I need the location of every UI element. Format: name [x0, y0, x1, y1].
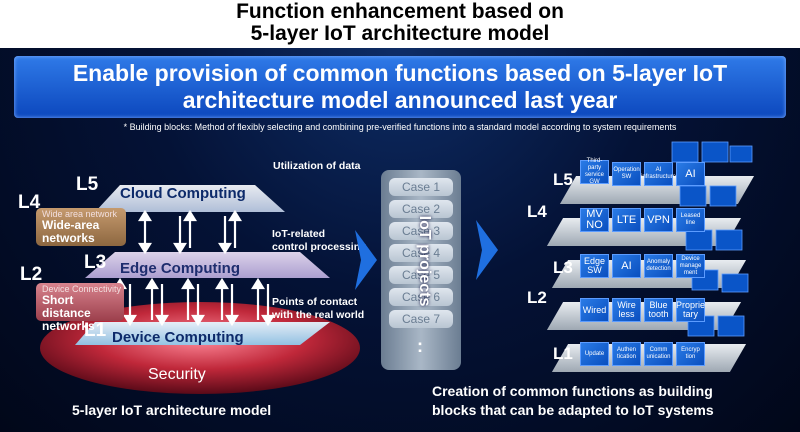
short-distance-line2: networks — [42, 319, 95, 333]
iot-projects-label-wrap: IoT projects — [416, 196, 433, 326]
l1-plate — [75, 322, 330, 345]
case-item: Case 3 — [389, 222, 453, 240]
left-l2-tag: L2 — [20, 264, 43, 285]
block-ai-edge: AI — [612, 254, 641, 278]
block-wired: Wired — [580, 298, 609, 322]
title-line-1: Function enhancement based on — [236, 0, 564, 23]
block-proprietary: Proprie tary — [676, 298, 705, 322]
right-caption-line2: blocks that can be adapted to IoT system… — [432, 402, 714, 418]
block-ai-infrastructure: AI infrastructure — [641, 162, 676, 186]
building-block-footnote: * Building blocks: Method of flexibly se… — [123, 122, 677, 132]
block-ai-cloud: AI — [676, 162, 705, 186]
case-item: Case 6 — [389, 288, 453, 306]
right-l4-tag: L4 — [527, 202, 547, 221]
block-anomaly-detection: Anomaly detection — [644, 254, 673, 278]
block-communication: Comm unication — [644, 342, 673, 366]
device-computing-label: Device Computing — [112, 329, 244, 346]
left-l4-tag: L4 — [18, 192, 41, 213]
left-l3-tag: L3 — [84, 252, 107, 273]
l3-plate — [85, 252, 330, 278]
right-caption: Creation of common functions as building… — [432, 382, 792, 420]
block-authentication: Authen tication — [612, 342, 641, 366]
block-third-party-gw: Third-party service GW — [580, 158, 609, 185]
headline-banner: Enable provision of common functions bas… — [14, 56, 786, 118]
left-l1-tag: L1 — [84, 320, 107, 341]
left-caption: 5-layer IoT architecture model — [72, 402, 272, 418]
right-l1-tag: L1 — [553, 344, 573, 363]
annotation-contact-1: Points of contact — [272, 296, 358, 308]
case-item: Case 2 — [389, 200, 453, 218]
block-mvno: MV NO — [580, 208, 609, 232]
block-bluetooth: Blue tooth — [644, 298, 673, 322]
arrow-to-blocks-icon — [476, 220, 498, 280]
wide-area-network-box: Wide area network Wide-area networks — [36, 208, 126, 246]
security-label: Security — [148, 366, 206, 383]
block-lte: LTE — [612, 208, 641, 232]
right-l2-tag: L2 — [527, 288, 547, 307]
block-vpn: VPN — [644, 208, 673, 232]
cloud-computing-label: Cloud Computing — [120, 185, 246, 202]
block-encryption: Encryp tion — [676, 342, 705, 366]
device-connectivity-box: Device Connectivity Short distance netwo… — [36, 283, 124, 333]
edge-computing-label: Edge Computing — [120, 260, 240, 277]
block-device-management: Device manage ment — [676, 254, 705, 278]
block-operation-sw: Operation SW — [612, 162, 641, 186]
iot-cases-column: Case 1 Case 2 Case 3 Case 4 Case 5 Case … — [381, 170, 461, 370]
page-title: Function enhancement based on 5-layer Io… — [0, 0, 800, 48]
right-l5-tag: L5 — [553, 170, 573, 189]
annotation-data-utilization: Utilization of data — [273, 160, 361, 172]
banner-line-2: architecture model announced last year — [182, 87, 618, 113]
annotation-contact-2: with the real world — [272, 309, 365, 321]
case-item: Case 7 — [389, 310, 453, 328]
annotation-control-1: IoT-related — [272, 228, 326, 240]
l5-plate — [95, 185, 285, 212]
block-edge-sw: Edge SW — [580, 254, 609, 278]
block-wireless: Wire less — [612, 298, 641, 322]
banner-line-1: Enable provision of common functions bas… — [72, 60, 728, 86]
block-leased-line: Leased line — [676, 208, 705, 232]
annotation-control-2: control processing — [272, 241, 367, 253]
cases-ellipsis: : — [417, 336, 423, 356]
wide-area-line2: networks — [42, 231, 95, 245]
left-l5-tag: L5 — [76, 174, 99, 195]
case-item: Case 5 — [389, 266, 453, 284]
l5-l3-arrows — [138, 209, 242, 255]
short-distance-line1: Short distance — [42, 293, 91, 320]
five-layer-model-graphic — [40, 185, 360, 394]
iot-projects-label: IoT projects — [416, 215, 433, 307]
case-item: Case 1 — [389, 178, 453, 196]
right-l3-tag: L3 — [553, 258, 573, 277]
block-stack-decoration — [671, 141, 753, 337]
wide-area-line1: Wide-area — [42, 218, 100, 232]
arrow-to-cases-icon — [355, 230, 377, 290]
device-connectivity-small: Device Connectivity — [42, 284, 122, 294]
title-line-2: 5-layer IoT architecture model — [250, 22, 550, 45]
block-update: Update — [580, 342, 609, 366]
right-caption-line1: Creation of common functions as building — [432, 383, 713, 399]
case-item: Case 4 — [389, 244, 453, 262]
wide-area-network-small: Wide area network — [42, 209, 118, 219]
